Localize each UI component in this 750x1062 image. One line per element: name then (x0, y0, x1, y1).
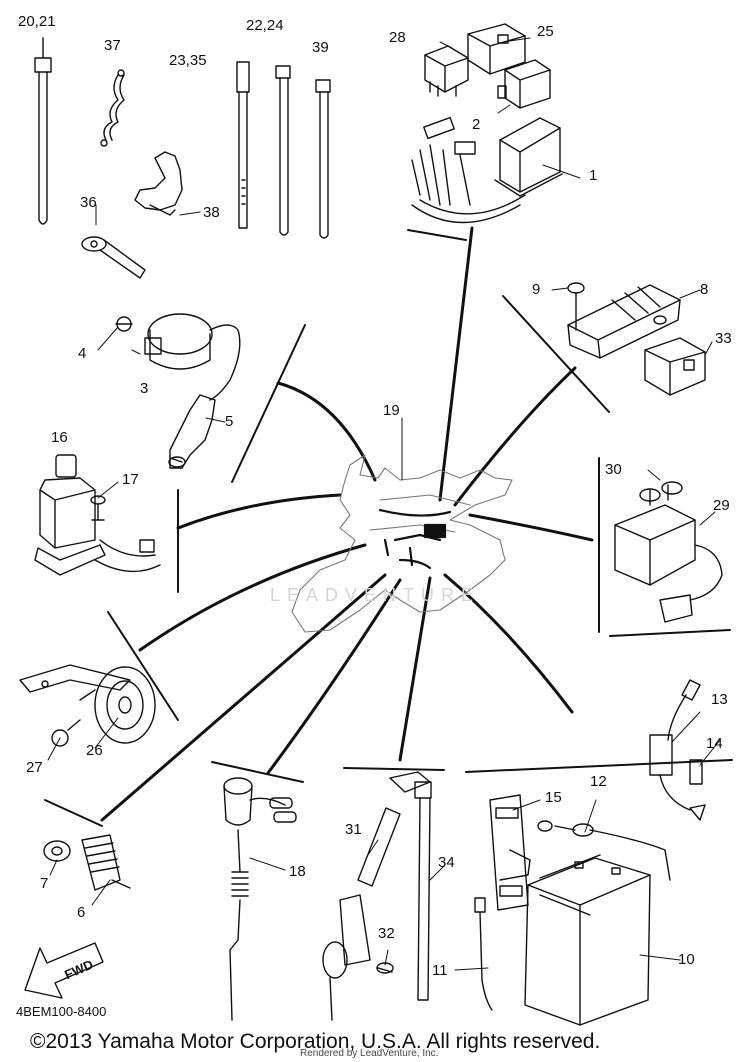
watermark: LEADVENTURE (270, 585, 481, 605)
callout-36: 36 (80, 194, 97, 211)
fuse-holder-13 (649, 679, 706, 821)
cable-band-22-24 (275, 65, 291, 236)
rendered-by-notice: Rendered by LeadVenture, Inc. (300, 1048, 439, 1059)
callout-34: 34 (438, 854, 455, 871)
cable-band-23-35 (236, 61, 250, 229)
washer-7 (43, 840, 71, 862)
relay-33 (644, 337, 706, 396)
bolt-4 (115, 316, 133, 332)
horn-26 (79, 666, 156, 744)
screw-9 (567, 282, 585, 331)
copyright-notice: ©2013 Yamaha Motor Corporation, U.S.A. A… (30, 1030, 601, 1053)
callout-2: 2 (472, 116, 481, 133)
callout-38: 38 (203, 204, 220, 221)
wire-clip-37 (100, 69, 125, 147)
callout-10: 10 (678, 951, 695, 968)
battery-10 (524, 854, 651, 1026)
cdi-unit-1 (411, 116, 563, 224)
callout-18: 18 (289, 863, 306, 880)
holder-38 (134, 151, 183, 216)
callout-37: 37 (104, 37, 121, 54)
cable-band-20-21 (34, 37, 52, 225)
neutral-switch-6 (81, 834, 131, 891)
earth-lead-36 (81, 236, 146, 279)
callout-5: 5 (225, 413, 234, 430)
starter-relay-29 (614, 484, 723, 623)
callout-1: 1 (589, 167, 598, 184)
fuse-14 (689, 759, 703, 785)
callout-33: 33 (715, 330, 732, 347)
callout-17: 17 (122, 471, 139, 488)
main-switch-16 (34, 454, 161, 576)
screw-17 (90, 495, 106, 521)
callout-25: 25 (537, 23, 554, 40)
callout-31: 31 (345, 821, 362, 838)
callout-12: 12 (590, 773, 607, 790)
callout-6: 6 (77, 904, 86, 921)
bolt-27 (51, 719, 81, 747)
part-code: 4BEM100-8400 (16, 1004, 107, 1019)
group-leader-lines (100, 226, 594, 822)
nuts-30 (639, 481, 683, 502)
rectifier-8 (567, 284, 681, 359)
relay-25 (467, 23, 526, 75)
callout-28: 28 (389, 29, 406, 46)
callout-9: 9 (532, 281, 541, 298)
callout-20-21: 20,21 (18, 13, 56, 30)
callout-8: 8 (700, 281, 709, 298)
callout-7: 7 (40, 875, 49, 892)
coupler-2 (497, 59, 551, 109)
relay-28 (424, 45, 469, 97)
breather-pipe-11 (474, 849, 531, 1011)
tube-31 (357, 807, 401, 887)
callout-16: 16 (51, 429, 68, 446)
callout-13: 13 (711, 691, 728, 708)
callout-29: 29 (713, 497, 730, 514)
callout-leaders (47, 37, 721, 971)
motorcycle-wiring-highlight (378, 508, 452, 570)
callout-3: 3 (140, 380, 149, 397)
callout-23-35: 23,35 (169, 52, 207, 69)
callout-22-24: 22,24 (246, 17, 284, 34)
cable-band-34 (414, 781, 432, 1001)
horn-bracket (19, 664, 131, 693)
callout-14: 14 (706, 735, 723, 752)
callout-30: 30 (605, 461, 622, 478)
ignition-coil-3 (144, 313, 241, 401)
callout-4: 4 (78, 345, 87, 362)
fwd-arrow (24, 942, 104, 999)
callout-39: 39 (312, 39, 329, 56)
battery-lead-12 (537, 820, 671, 881)
brake-switch-18 (223, 777, 297, 1021)
callout-15: 15 (545, 789, 562, 806)
group-brackets (44, 229, 733, 827)
battery-band-15 (489, 794, 529, 911)
fuel-cock-32 (322, 894, 394, 1021)
callout-32: 32 (378, 925, 395, 942)
callout-26: 26 (86, 742, 103, 759)
plug-cap-5 (168, 394, 216, 469)
cable-band-39 (315, 79, 331, 239)
callout-27: 27 (26, 759, 43, 776)
callout-19: 19 (383, 402, 400, 419)
callout-11: 11 (432, 962, 448, 979)
